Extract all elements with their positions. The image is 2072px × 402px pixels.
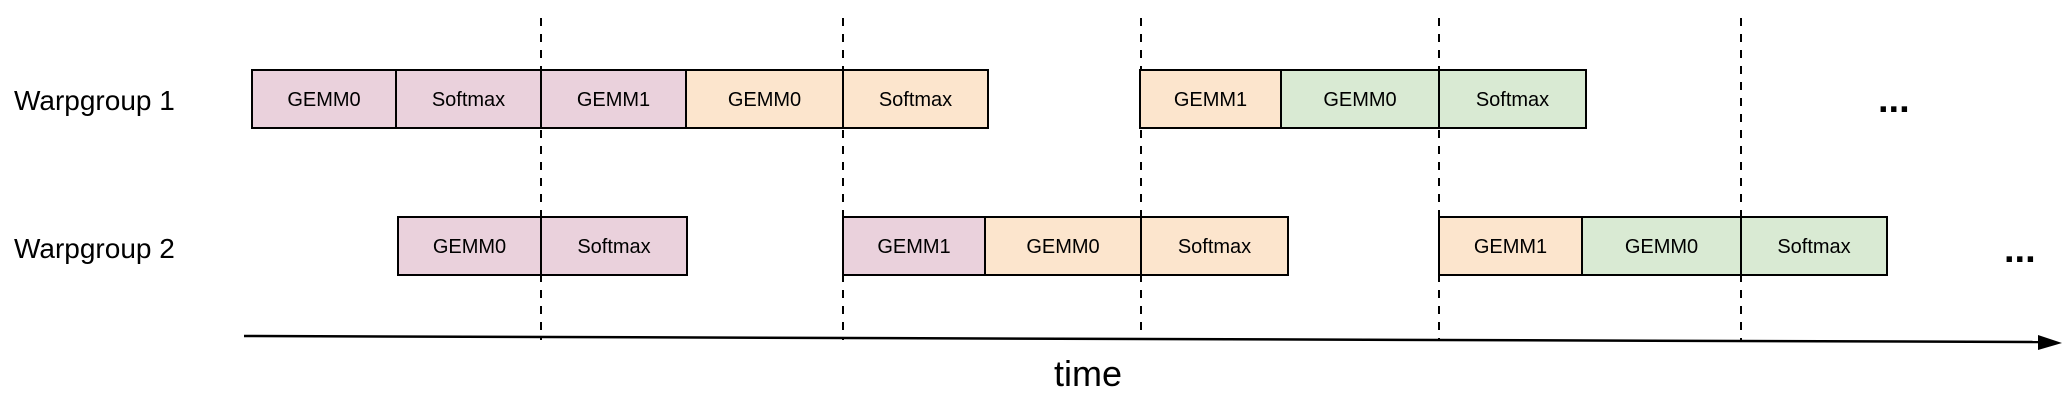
kernel-block-label: Softmax	[879, 89, 952, 111]
kernel-block-box	[984, 216, 1142, 276]
kernel-block-label: GEMM1	[1474, 236, 1547, 258]
kernel-block-box	[842, 69, 989, 129]
kernel-block-box	[540, 216, 688, 276]
kernel-block-gemm0: GEMM0	[251, 69, 397, 129]
kernel-block-label: Softmax	[1178, 236, 1251, 258]
kernel-block-box	[685, 69, 844, 129]
kernel-block-label: Softmax	[432, 89, 505, 111]
kernel-block-label: GEMM1	[577, 89, 650, 111]
row-2-continuation-ellipsis: ...	[2004, 229, 2036, 271]
row-1-continuation-ellipsis: ...	[1878, 79, 1910, 121]
kernel-block-label: GEMM0	[287, 89, 360, 111]
kernel-block-gemm1: GEMM1	[1438, 216, 1583, 276]
kernel-block-label: GEMM1	[1174, 89, 1247, 111]
kernel-block-softmax: Softmax	[1140, 216, 1289, 276]
kernel-block-gemm0: GEMM0	[1280, 69, 1440, 129]
kernel-block-softmax: Softmax	[395, 69, 542, 129]
kernel-block-gemm0: GEMM0	[397, 216, 542, 276]
kernel-block-softmax: Softmax	[540, 216, 688, 276]
kernel-block-label: Softmax	[577, 236, 650, 258]
kernel-block-label: GEMM0	[1026, 236, 1099, 258]
kernel-block-box	[540, 69, 687, 129]
warpgroup-1-blocks: GEMM0 Softmax GEMM1 GEMM0 Softmax GEMM1 GEMM0 S…	[251, 69, 1587, 129]
kernel-block-softmax: Softmax	[1438, 69, 1587, 129]
time-axis-arrowhead	[2038, 335, 2062, 350]
warpgroup-2-blocks: GEMM0 Softmax GEMM1 GEMM0 Softmax GEMM1 GEMM0 S…	[397, 216, 1888, 276]
kernel-block-label: Softmax	[1777, 236, 1850, 258]
kernel-block-box	[1140, 216, 1289, 276]
kernel-block-box	[1581, 216, 1742, 276]
kernel-block-softmax: Softmax	[842, 69, 989, 129]
kernel-block-softmax: Softmax	[1740, 216, 1888, 276]
kernel-block-label: GEMM0	[1625, 236, 1698, 258]
kernel-block-box	[842, 216, 986, 276]
row-label-warpgroup-2: Warpgroup 2	[14, 233, 175, 264]
kernel-block-gemm1: GEMM1	[540, 69, 687, 129]
time-axis-line	[243, 334, 2041, 344]
kernel-block-gemm1: GEMM1	[842, 216, 986, 276]
kernel-block-gemm0: GEMM0	[1581, 216, 1742, 276]
kernel-block-label: GEMM1	[877, 236, 950, 258]
kernel-block-label: GEMM0	[433, 236, 506, 258]
kernel-block-box	[1740, 216, 1888, 276]
kernel-block-box	[251, 69, 397, 129]
kernel-block-box	[1280, 69, 1440, 129]
kernel-block-gemm1: GEMM1	[1139, 69, 1282, 129]
kernel-block-label: GEMM0	[728, 89, 801, 111]
kernel-block-box	[397, 216, 542, 276]
kernel-block-gemm0: GEMM0	[685, 69, 844, 129]
kernel-block-box	[1139, 69, 1282, 129]
kernel-block-label: GEMM0	[1323, 89, 1396, 111]
kernel-block-gemm0: GEMM0	[984, 216, 1142, 276]
sync-dashed-lines	[540, 18, 1742, 340]
time-axis-label: time	[1054, 353, 1122, 394]
row-label-warpgroup-1: Warpgroup 1	[14, 85, 175, 116]
kernel-block-label: Softmax	[1476, 89, 1549, 111]
kernel-block-box	[1438, 69, 1587, 129]
